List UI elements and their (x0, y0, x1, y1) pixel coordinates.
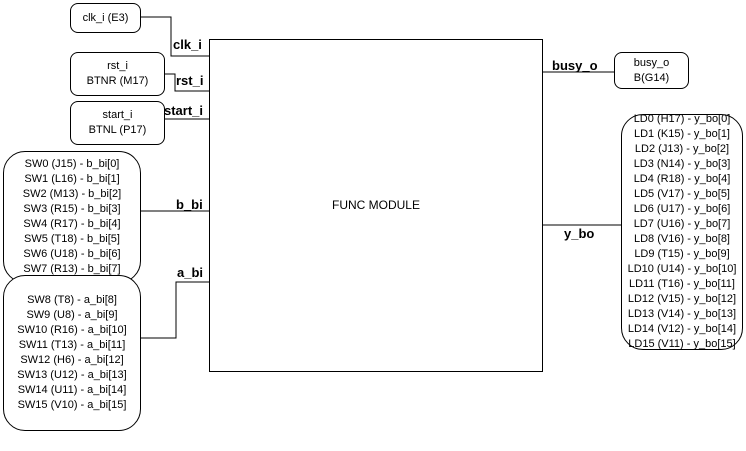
y-pin-box: LD0 (H17) - y_bo[0] LD1 (K15) - y_bo[1] … (621, 113, 743, 350)
busy-pin-line: B(G14) (633, 71, 670, 84)
y-pin-line: LD14 (V12) - y_bo[14] (627, 323, 737, 335)
b-pin-line: SW7 (R13) - b_bi[7] (23, 263, 121, 275)
b-pin-line: SW4 (R17) - b_bi[4] (23, 218, 121, 230)
a-pin-line: SW14 (U11) - a_bi[14] (17, 384, 127, 396)
a-pin-box: SW8 (T8) - a_bi[8] SW9 (U8) - a_bi[9] SW… (3, 275, 141, 431)
b-pin-line: SW2 (M13) - b_bi[2] (22, 188, 122, 200)
a-pin-line: SW13 (U12) - a_bi[13] (17, 369, 127, 381)
a-pin-line: SW12 (H6) - a_bi[12] (20, 354, 124, 366)
a-pin-line: SW10 (R16) - a_bi[10] (17, 324, 127, 336)
b-pin-line: SW6 (U18) - b_bi[6] (23, 248, 121, 260)
start-pin-line: start_i (102, 109, 133, 121)
start-signal-label: start_i (164, 103, 204, 118)
a-pin-line: SW8 (T8) - a_bi[8] (27, 294, 117, 306)
y-pin-line: LD9 (T15) - y_bo[9] (634, 248, 730, 260)
y-pin-line: LD12 (V15) - y_bo[12] (627, 293, 737, 305)
func-module-box: FUNC MODULE (209, 39, 543, 372)
func-module-label: FUNC MODULE (331, 198, 420, 212)
a-pin-line: SW11 (T13) - a_bi[11] (18, 339, 126, 351)
rst-pin-line: rst_i (107, 60, 128, 72)
clk-pin-box: clk_i (E3) (70, 3, 141, 33)
y-pin-line: LD4 (R18) - y_bo[4] (633, 173, 731, 185)
rst-signal-label: rst_i (176, 73, 204, 88)
a-signal-label: a_bi (177, 265, 204, 280)
b-signal-label: b_bi (176, 197, 203, 212)
busy-pin-line: busy_o (633, 56, 670, 69)
y-pin-line: LD1 (K15) - y_bo[1] (634, 128, 730, 140)
b-pin-line: SW0 (J15) - b_bi[0] (24, 158, 120, 170)
y-pin-line: LD13 (V14) - y_bo[13] (627, 308, 737, 320)
y-pin-line: LD6 (U17) - y_bo[6] (633, 203, 731, 215)
y-pin-line: LD2 (J13) - y_bo[2] (634, 143, 730, 155)
b-pin-line: SW1 (L16) - b_bi[1] (24, 173, 120, 185)
y-pin-line: LD5 (V17) - y_bo[5] (634, 188, 730, 200)
busy-pin-box: busy_o B(G14) (614, 52, 689, 89)
y-pin-line: LD10 (U14) - y_bo[10] (627, 263, 737, 275)
b-pin-line: SW5 (T18) - b_bi[5] (24, 233, 120, 245)
y-pin-line: LD7 (U16) - y_bo[7] (633, 218, 731, 230)
y-pin-line: LD3 (N14) - y_bo[3] (633, 158, 731, 170)
rst-pin-box: rst_i BTNR (M17) (70, 52, 165, 96)
a-wire (141, 281, 209, 339)
start-pin-line: BTNL (P17) (88, 124, 147, 136)
start-pin-box: start_i BTNL (P17) (70, 101, 165, 145)
a-pin-line: SW9 (U8) - a_bi[9] (26, 309, 118, 321)
clk-pin-line: clk_i (E3) (82, 11, 129, 24)
b-pin-box: SW0 (J15) - b_bi[0] SW1 (L16) - b_bi[1] … (3, 151, 141, 283)
a-pin-line: SW15 (V10) - a_bi[15] (17, 399, 127, 411)
y-signal-label: y_bo (564, 226, 595, 241)
y-pin-line: LD15 (V11) - y_bo[15] (628, 338, 736, 350)
clk-wire (141, 16, 209, 57)
clk-signal-label: clk_i (173, 37, 202, 52)
b-pin-line: SW3 (R15) - b_bi[3] (23, 203, 121, 215)
y-pin-line: LD11 (T16) - y_bo[11] (629, 278, 735, 290)
busy-signal-label: busy_o (552, 58, 598, 73)
rst-pin-line: BTNR (M17) (86, 75, 149, 87)
y-pin-line: LD8 (V16) - y_bo[8] (634, 233, 730, 245)
y-pin-line: LD0 (H17) - y_bo[0] (633, 113, 731, 125)
rst-wire (165, 73, 209, 92)
